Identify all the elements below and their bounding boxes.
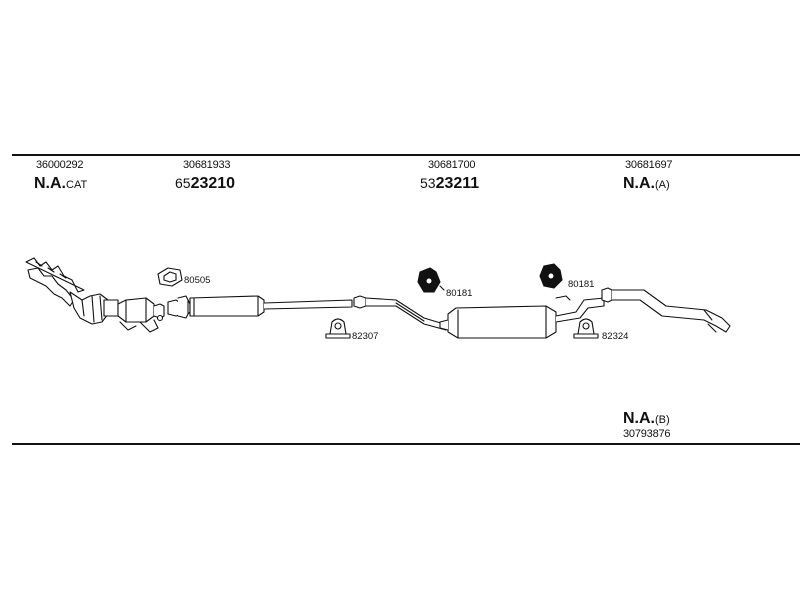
reference-catalyst-suffix: CAT xyxy=(66,179,88,191)
middle-silencer xyxy=(439,295,605,339)
bottom-rule xyxy=(12,443,800,445)
reference-rear-pipe-prefix: N.A. xyxy=(623,175,655,192)
callout-gasket: 80505 xyxy=(184,275,211,286)
reference-middle-silencer-prefix: 53 xyxy=(420,175,436,191)
reference-bottom: N.A.(B) xyxy=(623,411,670,427)
callout-mount-left: 80181 xyxy=(446,288,473,299)
part-number-middle-silencer: 30681700 xyxy=(428,159,476,171)
reference-bottom-prefix: N.A. xyxy=(623,410,655,427)
callout-mount-right: 80181 xyxy=(568,279,595,290)
clamp-82324 xyxy=(573,318,599,339)
intermediate-pipe xyxy=(353,295,447,331)
rubber-mount-80181-left xyxy=(417,267,445,293)
top-rule xyxy=(12,154,800,156)
gasket-80505 xyxy=(157,267,183,287)
reference-bottom-suffix: (B) xyxy=(655,414,670,426)
part-number-rear-pipe: 30681697 xyxy=(625,159,673,171)
front-silencer xyxy=(167,295,353,319)
reference-middle-silencer: 5323211 xyxy=(420,176,479,192)
catalyst-manifold xyxy=(25,257,165,333)
reference-rear-pipe: N.A.(A) xyxy=(623,176,670,192)
clamp-82307 xyxy=(325,318,351,339)
reference-middle-silencer-main: 23211 xyxy=(435,175,480,192)
reference-rear-pipe-suffix: (A) xyxy=(655,179,670,191)
reference-front-silencer-main: 23210 xyxy=(190,175,236,192)
reference-front-silencer: 6523210 xyxy=(175,176,235,192)
rubber-mount-80181-right xyxy=(539,263,563,289)
part-number-catalyst: 36000292 xyxy=(36,159,84,171)
callout-clamp-right: 82324 xyxy=(602,331,629,342)
part-number-front-silencer: 30681933 xyxy=(183,159,231,171)
callout-clamp-left: 82307 xyxy=(352,331,379,342)
part-number-bottom: 30793876 xyxy=(623,428,671,440)
reference-catalyst-prefix: N.A. xyxy=(34,175,66,192)
tail-pipe xyxy=(601,287,731,333)
reference-front-silencer-prefix: 65 xyxy=(175,175,191,191)
reference-catalyst: N.A.CAT xyxy=(34,176,87,192)
